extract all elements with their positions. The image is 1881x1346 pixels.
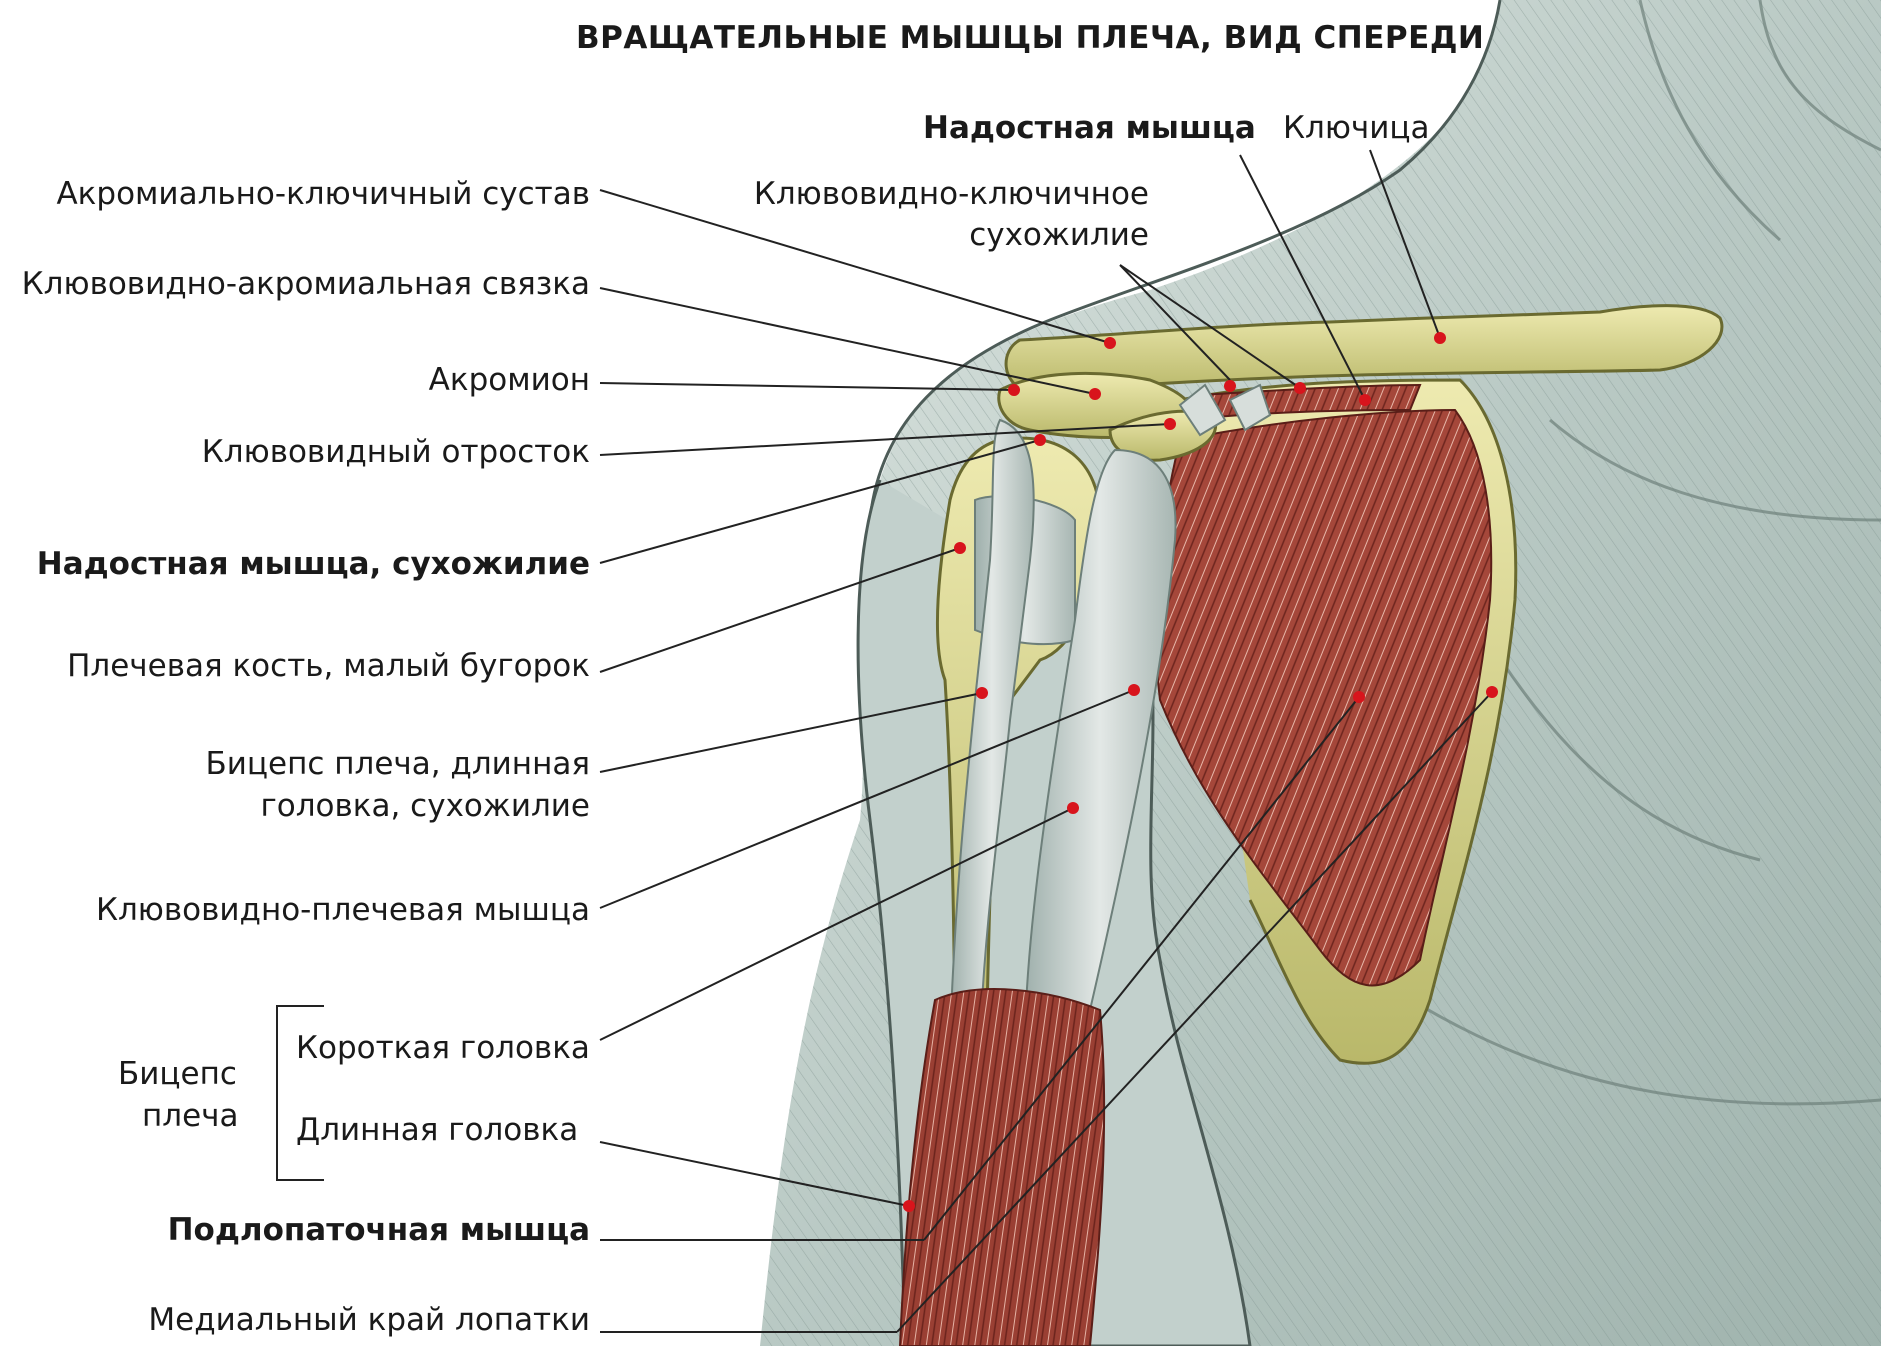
label-humerus-lesser-tubercle: Плечевая кость, малый бугорок: [67, 648, 590, 684]
label-supraspinatus-tendon: Надостная мышца, сухожилие: [37, 546, 590, 582]
label-long-head: Длинная головка: [296, 1112, 578, 1148]
label-short-head: Короткая головка: [296, 1030, 590, 1066]
label-coracobrachialis: Клювовидно-плечевая мышца: [96, 892, 590, 928]
label-biceps-2: плеча: [142, 1098, 238, 1134]
label-biceps-long-tendon-2: головка, сухожилие: [260, 788, 590, 824]
label-biceps-long-tendon-1: Бицепс плеча, длинная: [205, 746, 590, 782]
biceps-muscle: [900, 989, 1104, 1346]
label-supraspinatus: Надостная мышца: [923, 110, 1256, 146]
label-biceps-1: Бицепс: [118, 1056, 237, 1092]
label-subscapularis: Подлопаточная мышца: [168, 1212, 590, 1248]
label-ac-joint: Акромиально-ключичный сустав: [56, 176, 590, 212]
label-medial-border: Медиальный край лопатки: [148, 1302, 590, 1338]
label-clavicle: Ключица: [1283, 110, 1429, 146]
label-coracoacromial-ligament: Клювовидно-акромиальная связка: [22, 266, 590, 302]
label-coracoclavicular-1: Клювовидно-ключичное: [754, 176, 1149, 212]
label-coracoclavicular-2: сухожилие: [969, 217, 1149, 253]
label-coracoid: Клювовидный отросток: [202, 434, 590, 470]
figure-title: ВРАЩАТЕЛЬНЫЕ МЫШЦЫ ПЛЕЧА, ВИД СПЕРЕДИ: [576, 20, 1484, 56]
label-acromion: Акромион: [429, 362, 590, 398]
